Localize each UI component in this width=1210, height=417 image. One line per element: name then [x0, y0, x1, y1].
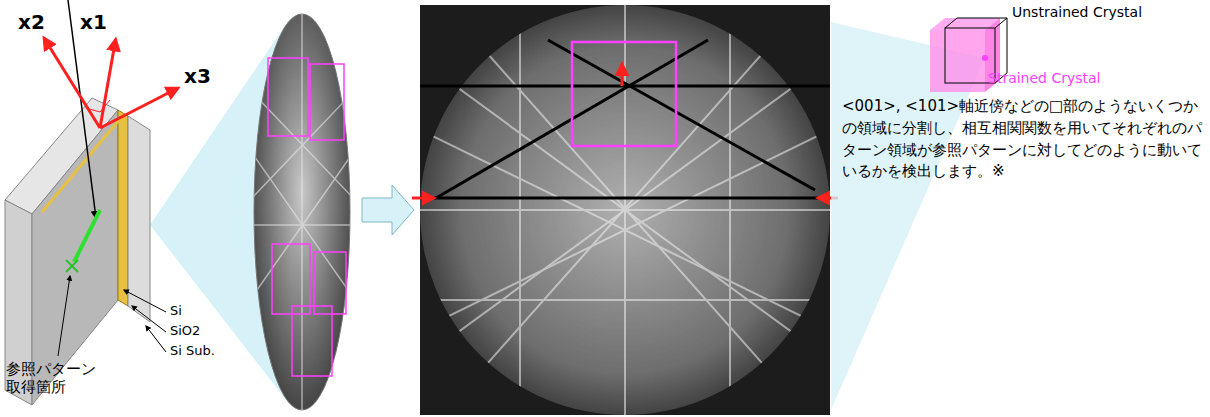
- reference-point: [66, 260, 78, 272]
- crystal-label: Strained Crystal: [988, 70, 1101, 87]
- crystal-label: Unstrained Crystal: [1012, 4, 1142, 21]
- band-lines: [420, 40, 830, 198]
- leader-lines: [58, 276, 166, 356]
- region-boxes: [268, 58, 346, 376]
- axis-label: x3: [184, 64, 211, 88]
- description-text: <001>, <101>軸近傍などの□部のようないくつかの領域に分割し、相互相関…: [842, 96, 1204, 183]
- layer-label: Si: [170, 303, 182, 319]
- reference-label: 参照パターン 取得箇所: [6, 360, 106, 396]
- axis-label: x1: [80, 10, 107, 34]
- region-box: [572, 42, 676, 146]
- layer-label: SiO2: [170, 323, 200, 339]
- block-arrow: [362, 185, 414, 235]
- axes: [44, 38, 178, 128]
- layer-label: Si Sub.: [170, 343, 215, 359]
- sample-block: [5, 98, 150, 405]
- axis-label: x2: [18, 10, 45, 34]
- axis-angle: [86, 100, 110, 112]
- scan-line: [74, 210, 100, 262]
- kikuchi-bands: [250, 0, 355, 417]
- zoom-wedge: [831, 22, 985, 410]
- kikuchi-bands: [420, 0, 830, 417]
- shift-arrows: [412, 64, 838, 198]
